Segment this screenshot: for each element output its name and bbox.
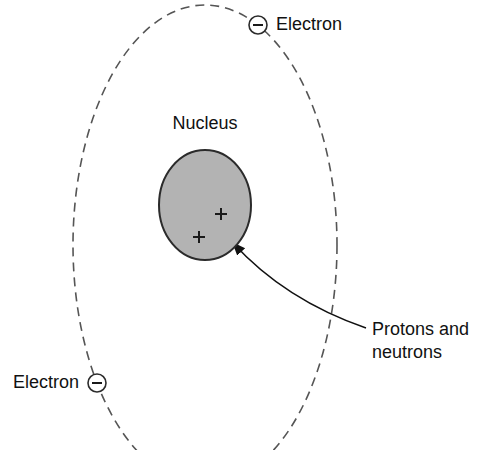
part-label: Protons and neutrons [372,318,482,365]
electron-circle: Electron [87,373,107,393]
leader-line [233,243,366,328]
electron-shape [87,373,107,393]
plus-sign [193,231,205,243]
minus-sign [92,382,102,384]
electron-circle: Electron [248,15,268,35]
plus-sign [215,208,227,220]
electron-orbit [73,5,337,450]
minus-sign [253,24,263,26]
nucleus-shape [158,149,252,261]
nucleus-circle: Nucleus [158,149,252,261]
electron-label: Electron [276,14,342,36]
electron-shape [248,15,268,35]
nucleus-label: Nucleus [172,113,237,135]
electron-label: Electron [13,372,79,394]
